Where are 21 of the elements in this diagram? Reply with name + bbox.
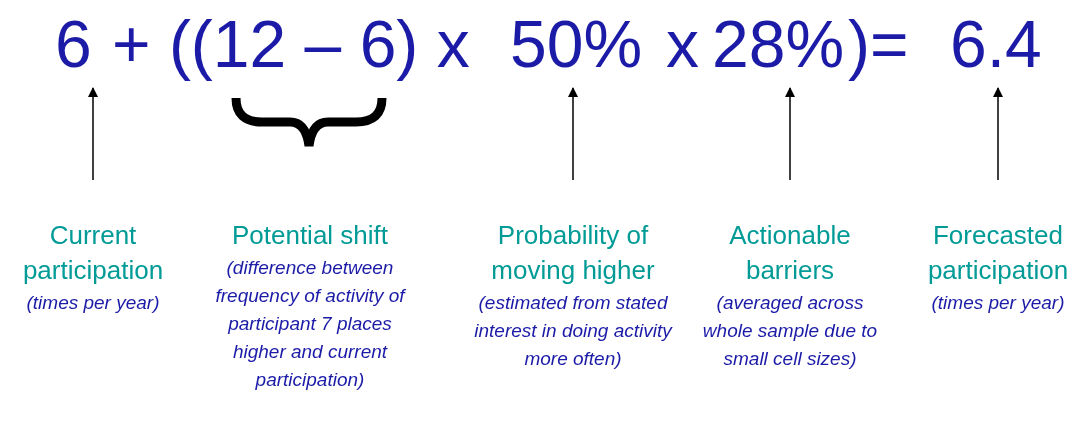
term-note: (averaged across whole sample due to small cell sizes) — [701, 291, 879, 371]
term-name: Probability of moving higher — [490, 219, 656, 287]
formula-term: 6.4 — [950, 2, 1042, 86]
formula-term: 28% — [712, 2, 845, 86]
term-note: (difference between frequency of activity of participant 7 places higher and current participation) — [214, 256, 407, 392]
arrow — [785, 87, 795, 181]
term-note: (times per year) — [25, 291, 161, 315]
formula-operator: x — [666, 6, 699, 83]
arrow — [993, 87, 1003, 181]
arrow — [88, 87, 98, 181]
arrow — [568, 87, 578, 181]
term-note: (times per year) — [930, 291, 1066, 315]
term-name: Forecasted participation — [926, 219, 1070, 287]
formula-term: 50% — [510, 2, 643, 86]
term-note: (estimated from stated interest in doing activity more often) — [473, 291, 673, 371]
formula-term: 6 — [55, 2, 92, 86]
term-name: Potential shift — [230, 219, 390, 252]
formula-operator: + ((12 – 6) x — [112, 6, 470, 83]
term-name: Actionable barriers — [728, 219, 852, 287]
formula-operator: )= — [848, 6, 909, 83]
term-name: Current participation — [21, 219, 165, 287]
